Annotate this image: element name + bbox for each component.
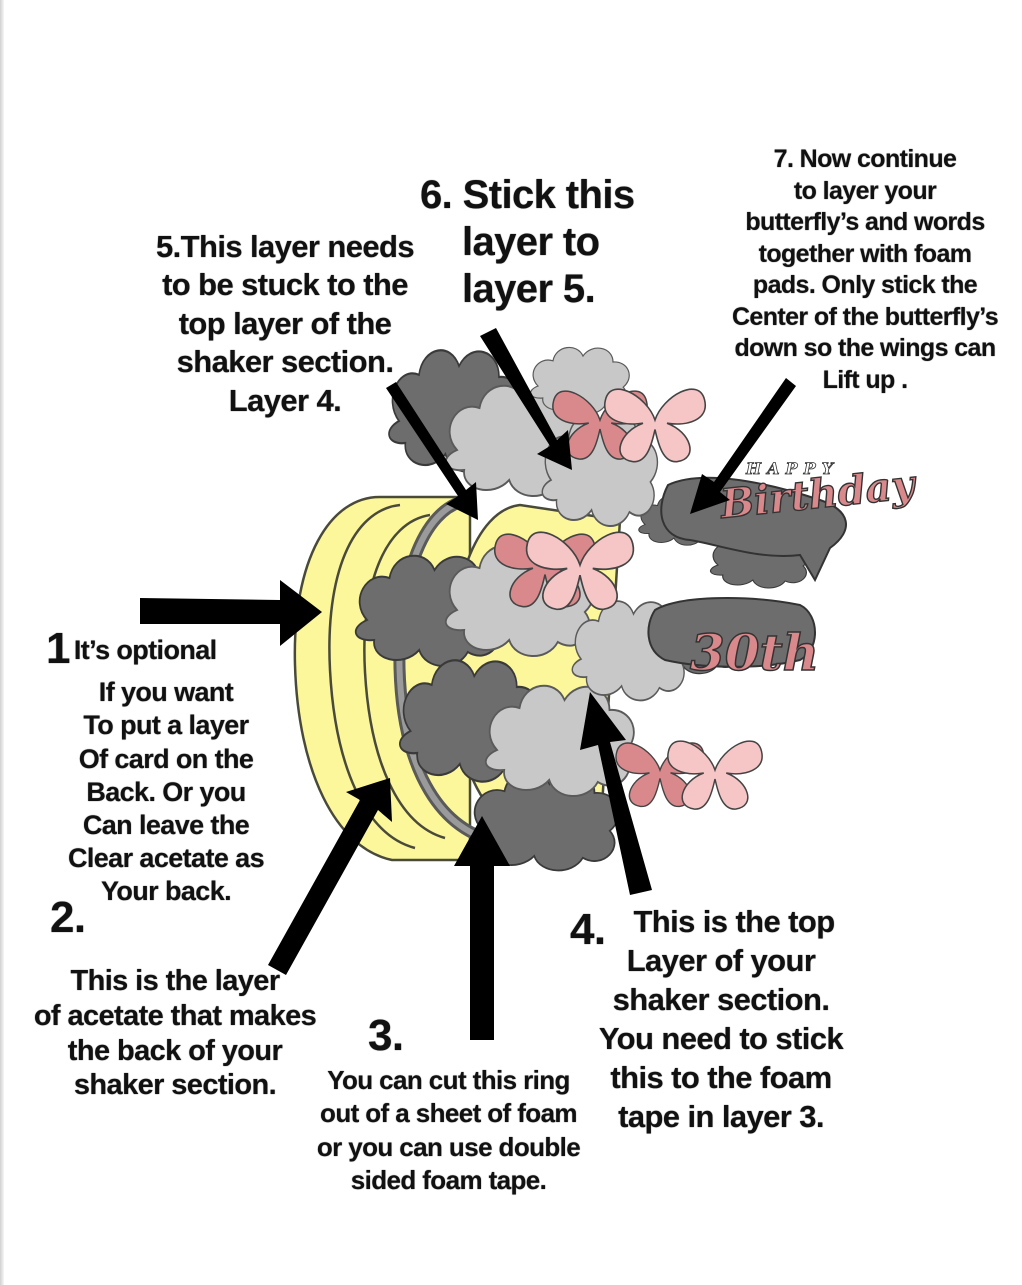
label-step-4: 4. This is the top Layer of your shaker … [566, 902, 876, 1136]
step-4-line-3: shaker section. [566, 980, 876, 1019]
step-4-number: 4. [570, 902, 606, 957]
step-3-line-2: out of a sheet of foam [296, 1097, 601, 1130]
step-1-line-5: Back. Or you [46, 776, 286, 809]
step-6-line-3: layer 5. [420, 266, 660, 313]
step-5-line-3: top layer of the [140, 305, 430, 343]
step-5-line-1: 5.This layer needs [140, 228, 430, 266]
step-7-line-8: Lift up . [712, 365, 1018, 397]
step-4-line-5: this to the foam [566, 1058, 876, 1097]
step-7-line-2: to layer your [712, 176, 1018, 208]
step-6-line-2: layer to [420, 219, 660, 266]
step-7-line-5: pads. Only stick the [712, 270, 1018, 302]
step-2-line-4: shaker section. [10, 1068, 340, 1103]
step-7-line-6: Center of the butterfly’s [712, 302, 1018, 334]
label-step-3: 3. You can cut this ring out of a sheet … [296, 1012, 601, 1197]
step-3-line-1: You can cut this ring [296, 1064, 601, 1097]
step-3-line-3: or you can use double [296, 1131, 601, 1164]
label-step-5: 5.This layer needs to be stuck to the to… [140, 228, 430, 420]
step-2-number: 2. [50, 892, 86, 945]
step-4-line-2: Layer of your [566, 941, 876, 980]
label-step-6: 6. Stick this layer to layer 5. [420, 172, 660, 314]
step-2-line-2: of acetate that makes [10, 999, 340, 1034]
step-7-line-7: down so the wings can [712, 333, 1018, 365]
step-4-line-6: tape in layer 3. [566, 1097, 876, 1136]
step-7-line-1: 7. Now continue [712, 144, 1018, 176]
step-2-line-1: This is the layer [10, 964, 340, 999]
step-1-number: 1 [46, 624, 70, 673]
label-step-7: 7. Now continue to layer your butterfly’… [712, 144, 1018, 396]
step-1-line-3: To put a layer [46, 709, 286, 742]
step-1-line-4: Of card on the [46, 743, 286, 776]
step-5-line-4: shaker section. [140, 343, 430, 381]
step-4-line-4: You need to stick [566, 1019, 876, 1058]
step-5-line-5: Layer 4. [140, 382, 430, 420]
step-2-line-3: the back of your [10, 1034, 340, 1069]
step-3-number: 3. [368, 1008, 404, 1064]
age-text: 30th [690, 623, 819, 682]
step-1-line-6: Can leave the [46, 809, 286, 842]
step-1-line-2: If you want [46, 676, 286, 709]
label-step-2: 2. This is the layer of acetate that mak… [10, 900, 340, 1103]
step-7-line-3: butterfly’s and words [712, 207, 1018, 239]
step-5-line-2: to be stuck to the [140, 266, 430, 304]
step-7-line-4: together with foam [712, 239, 1018, 271]
step-1-line-1: It’s optional [74, 635, 217, 665]
step-1-line-7: Clear acetate as [46, 842, 286, 875]
step-6-line-1: 6. Stick this [420, 172, 660, 219]
step-3-line-4: sided foam tape. [296, 1164, 601, 1197]
step-4-line-1: This is the top [566, 902, 876, 941]
